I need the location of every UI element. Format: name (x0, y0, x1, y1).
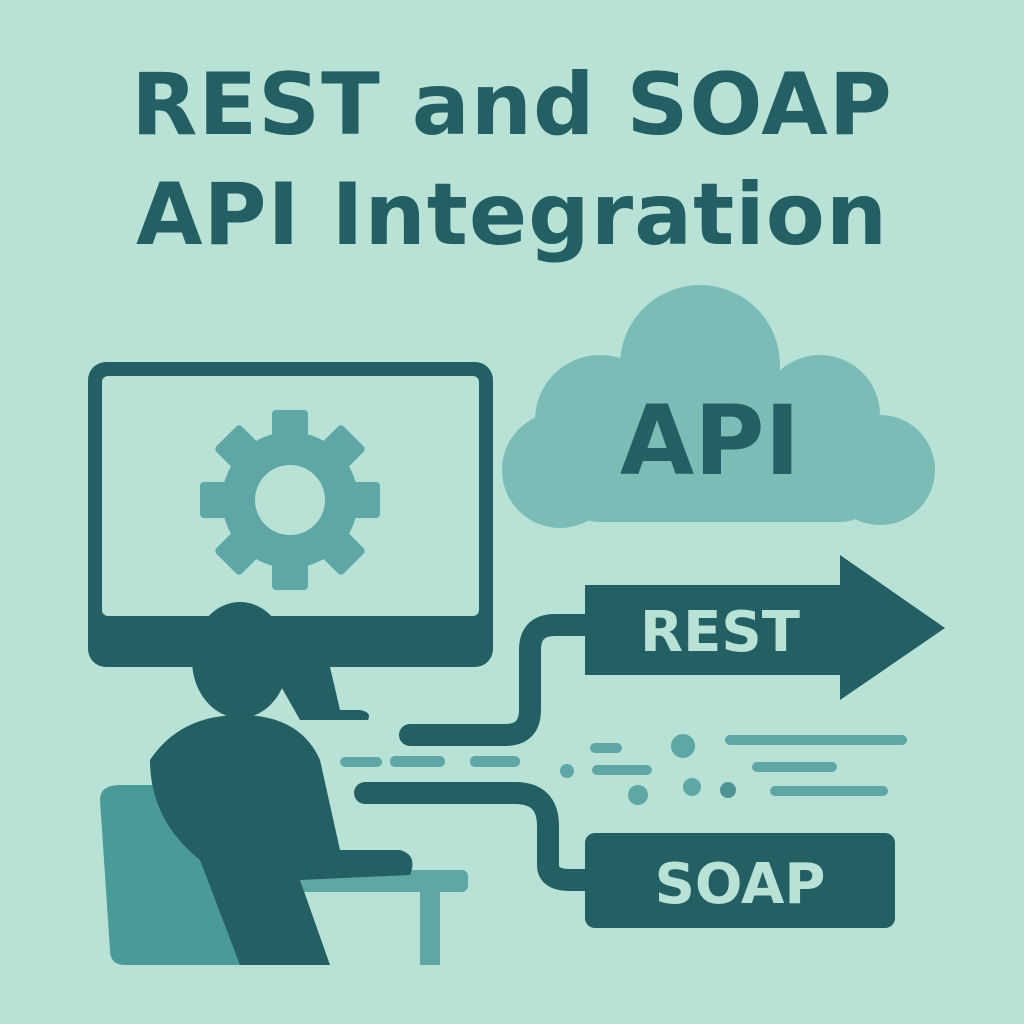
arrow-icon (399, 555, 945, 746)
gear-icon (200, 410, 380, 590)
data-flow (340, 734, 907, 805)
cloud-icon (502, 285, 935, 528)
title-line-2: API Integration (135, 165, 889, 265)
soap-label: SOAP (654, 852, 826, 917)
person-icon (150, 602, 413, 965)
soap-box (585, 833, 895, 928)
cloud-api-label: API (619, 385, 801, 497)
title-line-1: REST and SOAP (131, 55, 893, 155)
rest-label: REST (640, 600, 800, 665)
